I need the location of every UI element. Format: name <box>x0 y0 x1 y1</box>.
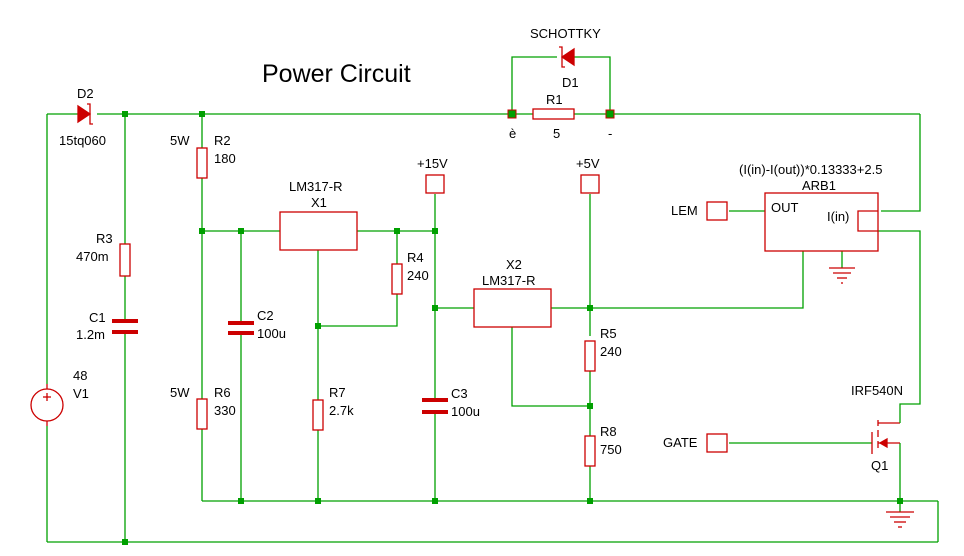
junction-dot <box>432 228 438 234</box>
junction-dot <box>315 498 321 504</box>
arb-ground-symbol <box>829 267 855 284</box>
r1-right-pin-label: - <box>608 126 612 141</box>
r5-resistor <box>584 340 596 372</box>
arb-in-stub <box>857 210 878 232</box>
r2-power: 5W <box>170 133 190 148</box>
p5-port <box>580 174 600 194</box>
arb-out-pin: OUT <box>771 200 799 215</box>
c3-capacitor-plate <box>422 398 448 402</box>
v1-name: V1 <box>73 386 89 401</box>
junction-dot <box>199 111 205 117</box>
x2-regulator <box>473 288 552 328</box>
r5-name: R5 <box>600 326 617 341</box>
r8-value: 750 <box>600 442 622 457</box>
c2-capacitor-plate <box>228 331 254 335</box>
r4-resistor <box>391 263 403 295</box>
junction-dot <box>432 498 438 504</box>
d1-type: SCHOTTKY <box>530 26 601 41</box>
d1-name: D1 <box>562 75 579 90</box>
junction-dot <box>238 498 244 504</box>
r3-resistor <box>119 243 131 277</box>
r7-value: 2.7k <box>329 403 354 418</box>
r8-resistor <box>584 435 596 467</box>
q1-name: Q1 <box>871 458 888 473</box>
r5-value: 240 <box>600 344 622 359</box>
r8-name: R8 <box>600 424 617 439</box>
r6-resistor <box>196 398 208 430</box>
junction-dot <box>432 305 438 311</box>
junction-dot <box>199 228 205 234</box>
r1-right-pin-box <box>605 109 615 119</box>
c3-value: 100u <box>451 404 480 419</box>
junction-dot <box>897 498 903 504</box>
r1-left-pin-box <box>507 109 517 119</box>
r2-name: R2 <box>214 133 231 148</box>
capacitors <box>112 319 448 414</box>
r6-name: R6 <box>214 385 231 400</box>
q1-type: IRF540N <box>851 383 903 398</box>
lem-label: LEM <box>671 203 698 218</box>
r7-name: R7 <box>329 385 346 400</box>
v1-value: 48 <box>73 368 87 383</box>
p15-label: +15V <box>417 156 448 171</box>
d1-schottky-symbol <box>559 46 575 68</box>
r7-resistor <box>312 399 324 431</box>
gate-label: GATE <box>663 435 698 450</box>
c2-capacitor-plate <box>228 321 254 325</box>
junctions <box>122 109 903 545</box>
arb1-block <box>764 192 879 252</box>
gate-port <box>706 433 728 453</box>
r4-name: R4 <box>407 250 424 265</box>
c1-name: C1 <box>89 310 106 325</box>
wires <box>46 56 939 543</box>
page-title: Power Circuit <box>262 60 411 88</box>
q1-mosfet-symbol <box>871 420 900 454</box>
junction-dot <box>587 305 593 311</box>
c2-name: C2 <box>257 308 274 323</box>
junction-dot <box>238 228 244 234</box>
r3-value: 470m <box>76 249 109 264</box>
junction-dot <box>122 111 128 117</box>
c2-value: 100u <box>257 326 286 341</box>
junction-dot <box>587 403 593 409</box>
d2-diode-symbol <box>77 103 93 125</box>
r1-name: R1 <box>546 92 563 107</box>
r2-resistor <box>196 147 208 179</box>
c1-capacitor-plate <box>112 330 138 334</box>
junction-dot <box>587 498 593 504</box>
r4-value: 240 <box>407 268 429 283</box>
x2-name: X2 <box>506 257 522 272</box>
junction-dot <box>394 228 400 234</box>
p5-label: +5V <box>576 156 600 171</box>
arb-expression: (I(in)-I(out))*0.13333+2.5 <box>739 162 882 177</box>
r1-resistor <box>532 108 575 120</box>
x1-name: X1 <box>311 195 327 210</box>
arb-name: ARB1 <box>802 178 836 193</box>
p15-port <box>425 174 445 194</box>
junction-dot <box>315 323 321 329</box>
v1-source-symbol <box>30 384 64 426</box>
r6-value: 330 <box>214 403 236 418</box>
junction-dot <box>122 539 128 545</box>
x1-type: LM317-R <box>289 179 342 194</box>
c1-capacitor-plate <box>112 319 138 323</box>
d2-value: 15tq060 <box>59 133 106 148</box>
d2-name: D2 <box>77 86 94 101</box>
r1-left-pin-label: è <box>509 126 516 141</box>
q1-ground-symbol <box>886 511 914 528</box>
x2-type: LM317-R <box>482 273 535 288</box>
c3-capacitor-plate <box>422 410 448 414</box>
x1-regulator <box>279 211 358 251</box>
r2-value: 180 <box>214 151 236 166</box>
c1-value: 1.2m <box>76 327 105 342</box>
arb-in-pin: I(in) <box>827 209 849 224</box>
r1-value: 5 <box>553 126 560 141</box>
r3-name: R3 <box>96 231 113 246</box>
lem-port <box>706 201 728 221</box>
c3-name: C3 <box>451 386 468 401</box>
r6-power: 5W <box>170 385 190 400</box>
